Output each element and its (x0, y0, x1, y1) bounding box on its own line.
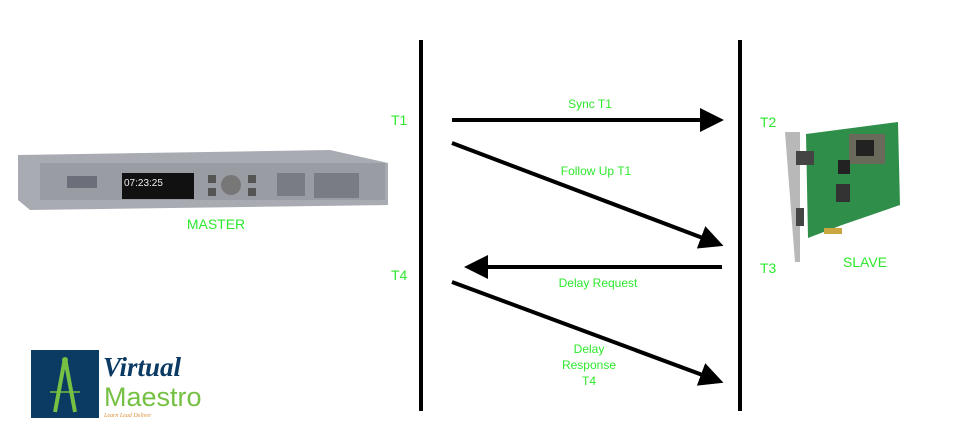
follow-up-arrow (451, 141, 724, 249)
delay-response-label-1: Delay (574, 342, 605, 356)
delay-request-label: Delay Request (559, 276, 638, 290)
delay-response-label-2: Response (562, 358, 616, 372)
sync-label: Sync T1 (568, 97, 612, 111)
virtual-maestro-logo: Virtual Maestro Learn Lead Deliver (31, 350, 202, 419)
logo-line2: Maestro (104, 382, 202, 412)
delay-response-arrow (451, 280, 724, 386)
master-device-image: 07:23:25 (18, 150, 388, 210)
logo-line1: Virtual (103, 352, 182, 382)
t1-label: T1 (391, 112, 408, 128)
slave-label: SLAVE (843, 254, 887, 270)
master-display-time: 07:23:25 (124, 178, 163, 189)
delay-response-label-3: T4 (582, 374, 596, 388)
follow-up-label: Follow Up T1 (561, 164, 632, 178)
master-label: MASTER (187, 216, 245, 232)
t3-label: T3 (760, 260, 777, 276)
logo-tagline: Learn Lead Deliver (103, 413, 152, 419)
t2-label: T2 (760, 114, 777, 130)
t4-label: T4 (391, 267, 408, 283)
slave-card-image (785, 122, 900, 262)
